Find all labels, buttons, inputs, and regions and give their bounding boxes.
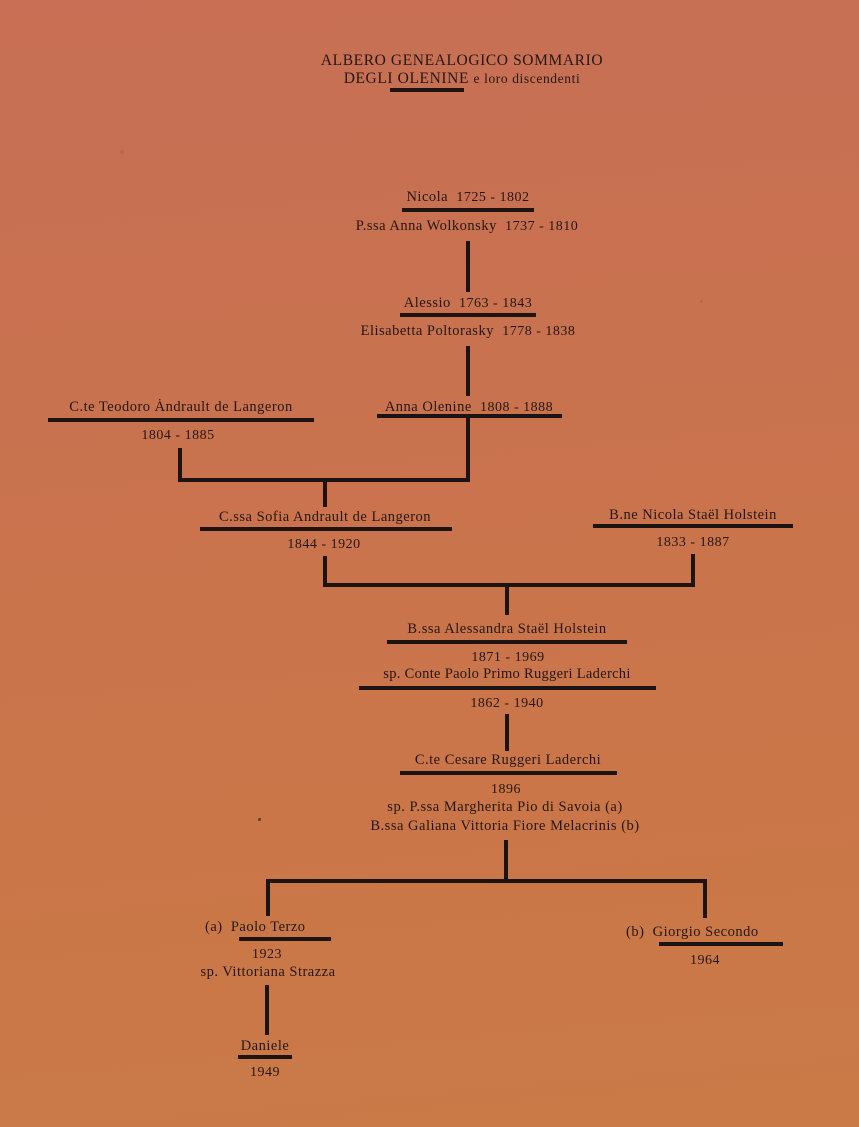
connector-line bbox=[265, 985, 269, 1035]
person-years: 1896 bbox=[491, 782, 521, 797]
person-name: Anna Olenine bbox=[384, 399, 472, 415]
paper-speck bbox=[120, 150, 124, 154]
connector-line bbox=[323, 583, 695, 587]
person-years: 1871 - 1969 bbox=[471, 650, 545, 665]
person-years: 1949 bbox=[250, 1065, 280, 1080]
person-nicola: Nicola 1725 - 1802 bbox=[406, 189, 529, 206]
person-giorgio-secondo: (b) Giorgio Secondo bbox=[626, 924, 759, 941]
person-underline bbox=[387, 640, 627, 644]
spouse-years: 1737 - 1810 bbox=[505, 219, 579, 234]
spouse-underline bbox=[359, 686, 656, 690]
spouse-margherita: sp. P.ssa Margherita Pio di Savoia (a) bbox=[387, 799, 623, 815]
spouse-years: 1862 - 1940 bbox=[470, 696, 544, 711]
connector-line bbox=[266, 881, 270, 916]
person-sofia: C.ssa Sofia Andrault de Langeron bbox=[218, 509, 432, 525]
paper-speck bbox=[258, 818, 261, 821]
person-teodoro: C.te Teodoro Ȧndrault de Langeron bbox=[69, 399, 293, 415]
person-alessio: Alessio 1763 - 1843 bbox=[404, 295, 532, 312]
person-cesare: C.te Cesare Ruggeri Laderchi bbox=[414, 752, 602, 768]
diagram-title-line1: ALBERO GENEALOGICO SOMMARIO bbox=[320, 52, 604, 69]
person-underline bbox=[400, 313, 536, 317]
spouse-years: 1778 - 1838 bbox=[502, 324, 576, 339]
spouse-vittoriana: sp. Vittoriana Strazza bbox=[200, 964, 336, 980]
person-paolo-terzo: (a) Paolo Terzo bbox=[205, 919, 306, 936]
person-underline bbox=[400, 771, 617, 775]
person-nicola-stael: B.ne Nicola Staël Holstein bbox=[609, 507, 777, 523]
title-family-name: OLENINE bbox=[397, 70, 470, 87]
person-underline bbox=[200, 527, 452, 531]
person-years: 1964 bbox=[690, 953, 720, 968]
spouse-elisabetta-poltorasky: Elisabetta Poltorasky 1778 - 1838 bbox=[361, 323, 576, 340]
connector-line bbox=[266, 879, 707, 883]
person-years: 1725 - 1802 bbox=[456, 190, 530, 205]
person-years: 1808 - 1888 bbox=[480, 400, 554, 415]
person-underline bbox=[659, 942, 783, 946]
person-underline bbox=[238, 1055, 292, 1059]
paper-speck bbox=[700, 300, 703, 303]
person-anna-olenine: Anna Olenine 1808 - 1888 bbox=[385, 399, 553, 416]
connector-line bbox=[505, 585, 509, 615]
connector-line bbox=[466, 241, 470, 292]
person-name: Paolo Terzo bbox=[230, 919, 306, 935]
person-name: Nicola bbox=[406, 189, 449, 205]
title-prefix: DEGLI bbox=[343, 70, 394, 87]
spouse-name: P.ssa Anna Wolkonsky bbox=[355, 218, 497, 234]
person-underline bbox=[48, 418, 314, 422]
person-name: Giorgio Secondo bbox=[652, 924, 759, 940]
spouse-marker: (b) bbox=[626, 924, 645, 940]
person-years: 1844 - 1920 bbox=[287, 537, 361, 552]
connector-line bbox=[691, 554, 695, 587]
person-underline bbox=[239, 937, 331, 941]
diagram-title-line2: DEGLI OLENINE e loro discendenti bbox=[344, 70, 581, 87]
connector-line bbox=[505, 714, 509, 751]
spouse-galiana: B.ssa Galiana Vittoria Fiore Melacrinis … bbox=[370, 818, 640, 834]
connector-line bbox=[703, 881, 707, 918]
connector-line bbox=[323, 480, 327, 507]
person-underline bbox=[593, 524, 793, 528]
connector-line bbox=[466, 346, 470, 396]
title-underline bbox=[390, 88, 464, 92]
person-years: 1923 bbox=[252, 947, 282, 962]
person-daniele: Daniele bbox=[240, 1038, 290, 1054]
person-alessandra: B.ssa Alessandra Staël Holstein bbox=[407, 621, 607, 637]
connector-line bbox=[504, 840, 508, 882]
spouse-name: Elisabetta Poltorasky bbox=[360, 323, 494, 339]
person-years: 1804 - 1885 bbox=[141, 428, 215, 443]
person-name: Alessio bbox=[403, 295, 451, 311]
connector-line bbox=[323, 556, 327, 587]
person-underline bbox=[402, 208, 534, 212]
connector-line bbox=[466, 416, 470, 482]
person-years: 1763 - 1843 bbox=[459, 296, 533, 311]
connector-line bbox=[178, 448, 182, 482]
title-suffix: e loro discendenti bbox=[473, 71, 581, 86]
spouse-marker: (a) bbox=[205, 919, 223, 935]
spouse-paolo-primo: sp. Conte Paolo Primo Ruggeri Laderchi bbox=[383, 666, 631, 682]
spouse-anna-wolkonsky: P.ssa Anna Wolkonsky 1737 - 1810 bbox=[356, 218, 579, 235]
person-years: 1833 - 1887 bbox=[656, 535, 730, 550]
